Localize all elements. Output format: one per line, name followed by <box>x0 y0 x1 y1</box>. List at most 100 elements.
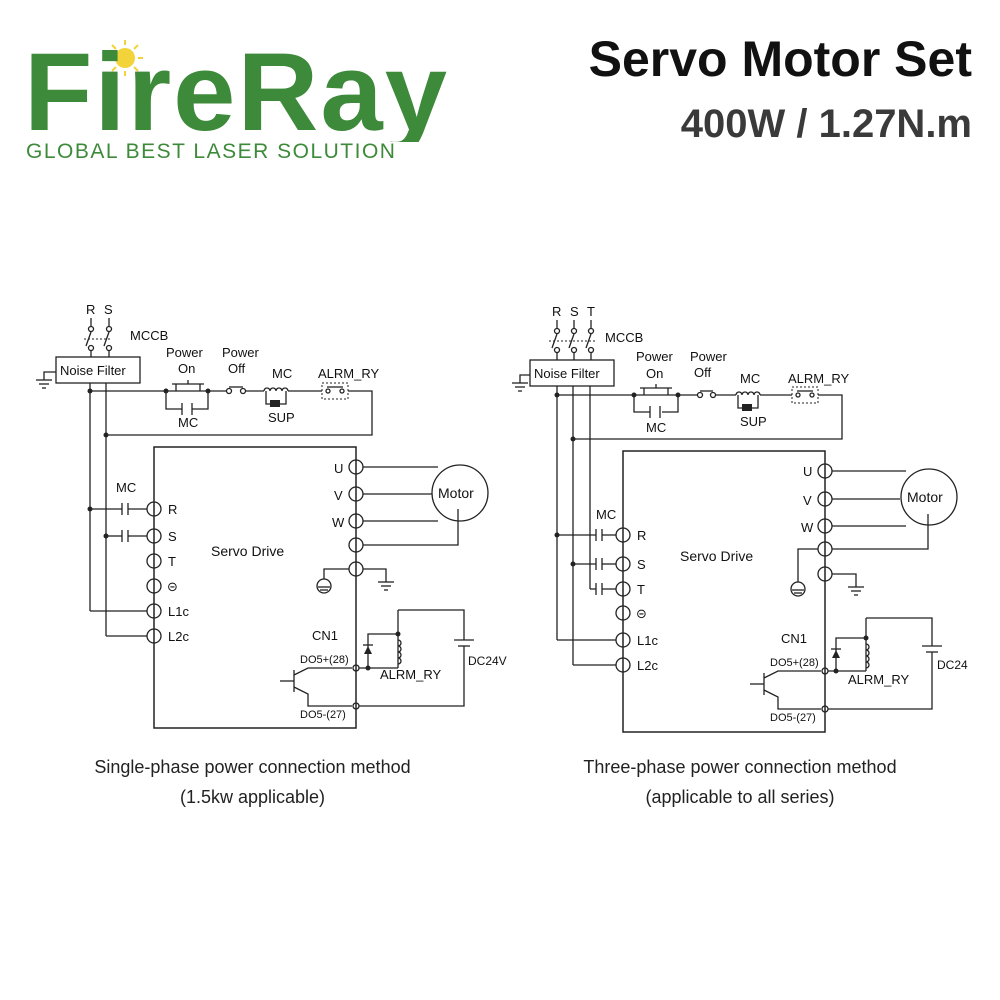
left-caption-line-1: Single-phase power connection method <box>94 757 411 777</box>
left-power-off-1: Power <box>222 345 260 360</box>
right-caption-line-2: (applicable to all series) <box>645 787 835 807</box>
brand-tagline: GLOBAL BEST LASER SOLUTION <box>26 140 397 163</box>
right-alrm-ry-relay-label: ALRM_RY <box>788 371 850 386</box>
left-drive-ground-icon <box>316 568 394 594</box>
left-motor-label: Motor <box>438 485 474 501</box>
right-mccb-switch <box>549 320 595 360</box>
sun-icon <box>115 48 135 68</box>
right-power-on-switch <box>631 384 681 418</box>
right-power-off-1: Power <box>690 349 728 364</box>
right-power-on-1: Power <box>636 349 674 364</box>
sun-rays <box>107 40 143 76</box>
left-power-on-2: On <box>178 361 195 376</box>
right-servo-drive-label: Servo Drive <box>680 548 753 564</box>
left-alarm-relay-circuit <box>359 609 474 707</box>
left-servo-drive-box <box>153 446 357 729</box>
left-servo-drive-label: Servo Drive <box>211 543 284 559</box>
left-phase-r: R <box>86 302 95 317</box>
right-diagram: R S T MCCB Noise Filter Power On <box>512 304 968 733</box>
left-do-minus-label: DO5-(27) <box>300 709 346 721</box>
left-terminal-v: V <box>334 488 343 503</box>
left-mc-coil-label: MC <box>272 366 292 381</box>
left-mc-main-contacts <box>90 503 147 637</box>
right-mc-coil <box>735 391 792 411</box>
right-mc-contact-label: MC <box>646 420 666 435</box>
right-alarm-relay-circuit <box>828 617 942 710</box>
left-transistor <box>280 664 360 710</box>
left-do-plus-label: DO5+(28) <box>300 654 349 666</box>
right-do-minus-label: DO5-(27) <box>770 712 816 724</box>
right-caption-line-1: Three-phase power connection method <box>583 757 897 777</box>
left-terminal-r: R <box>168 502 177 517</box>
right-power-off-2: Off <box>694 365 711 380</box>
right-alrm-ry-coil-label: ALRM_RY <box>848 672 910 687</box>
right-drive-ground-icon <box>790 548 864 597</box>
right-mc-main-contacts <box>557 529 616 666</box>
left-motor <box>431 464 489 522</box>
left-mccb-switch <box>84 318 113 357</box>
right-phase-t: T <box>587 304 595 319</box>
right-terminal-minus: ⊝ <box>636 606 647 621</box>
right-sup-label: SUP <box>740 414 767 429</box>
left-power-off-2: Off <box>228 361 245 376</box>
page-subtitle: 400W / 1.27N.m <box>680 102 972 146</box>
left-caption-line-2: (1.5kw applicable) <box>179 787 326 807</box>
right-phase-s: S <box>570 304 579 319</box>
left-terminal-u: U <box>334 461 343 476</box>
left-alrm-ry-coil-label: ALRM_RY <box>380 667 442 682</box>
left-terminal-t: T <box>168 554 176 569</box>
right-phase-r: R <box>552 304 561 319</box>
right-terminal-v: V <box>803 493 812 508</box>
left-caption: Single-phase power connection method (1.… <box>50 752 455 812</box>
left-mc-main-label: MC <box>116 480 136 495</box>
left-power-off-switch <box>225 386 264 395</box>
left-phase-s: S <box>104 302 113 317</box>
right-mccb-label: MCCB <box>605 330 643 345</box>
right-input-terminals <box>615 527 631 673</box>
right-filter-ground-icon <box>512 374 530 392</box>
right-cn1-label: CN1 <box>781 631 807 646</box>
right-output-terminals <box>817 463 929 582</box>
right-motor <box>900 468 958 526</box>
fireray-logo: FireRay <box>24 22 454 172</box>
right-servo-drive-box <box>622 450 826 733</box>
left-alrm-ry-contact <box>321 382 349 400</box>
right-motor-label: Motor <box>907 489 943 505</box>
right-terminal-w: W <box>801 520 814 535</box>
left-filter-ground-icon <box>36 371 56 389</box>
left-dc-label: DC24V <box>468 654 507 668</box>
left-noise-filter-label: Noise Filter <box>60 363 126 378</box>
left-mccb-label: MCCB <box>130 328 168 343</box>
left-noise-filter <box>55 356 141 384</box>
right-mc-main-label: MC <box>596 507 616 522</box>
left-input-terminals <box>146 501 162 644</box>
left-output-terminals <box>348 459 459 577</box>
right-terminal-l2c: L2c <box>637 658 658 673</box>
logo-wordmark: FireRay <box>24 31 449 154</box>
logo-text: FireRay <box>24 31 449 142</box>
right-terminal-s: S <box>637 557 646 572</box>
left-terminal-minus: ⊝ <box>167 579 178 594</box>
left-cn1-label: CN1 <box>312 628 338 643</box>
left-power-on-1: Power <box>166 345 204 360</box>
right-terminal-u: U <box>803 464 812 479</box>
left-terminal-l2c: L2c <box>168 629 189 644</box>
right-dc-label: DC24 <box>937 658 968 672</box>
left-terminal-s: S <box>168 529 177 544</box>
right-power-on-2: On <box>646 366 663 381</box>
page-title: Servo Motor Set <box>588 31 972 87</box>
right-transistor <box>750 667 829 713</box>
left-mc-contact-label: MC <box>178 415 198 430</box>
right-power-off-switch <box>696 390 736 399</box>
right-do-plus-label: DO5+(28) <box>770 657 819 669</box>
left-alrm-ry-relay-label: ALRM_RY <box>318 366 380 381</box>
right-terminal-t: T <box>637 582 645 597</box>
left-power-on-switch <box>163 380 211 415</box>
left-terminal-w: W <box>332 515 345 530</box>
left-sup-label: SUP <box>268 410 295 425</box>
right-mc-coil-label: MC <box>740 371 760 386</box>
right-terminal-l1c: L1c <box>637 633 658 648</box>
right-caption: Three-phase power connection method (app… <box>540 752 940 812</box>
right-alrm-ry-contact <box>791 386 819 404</box>
